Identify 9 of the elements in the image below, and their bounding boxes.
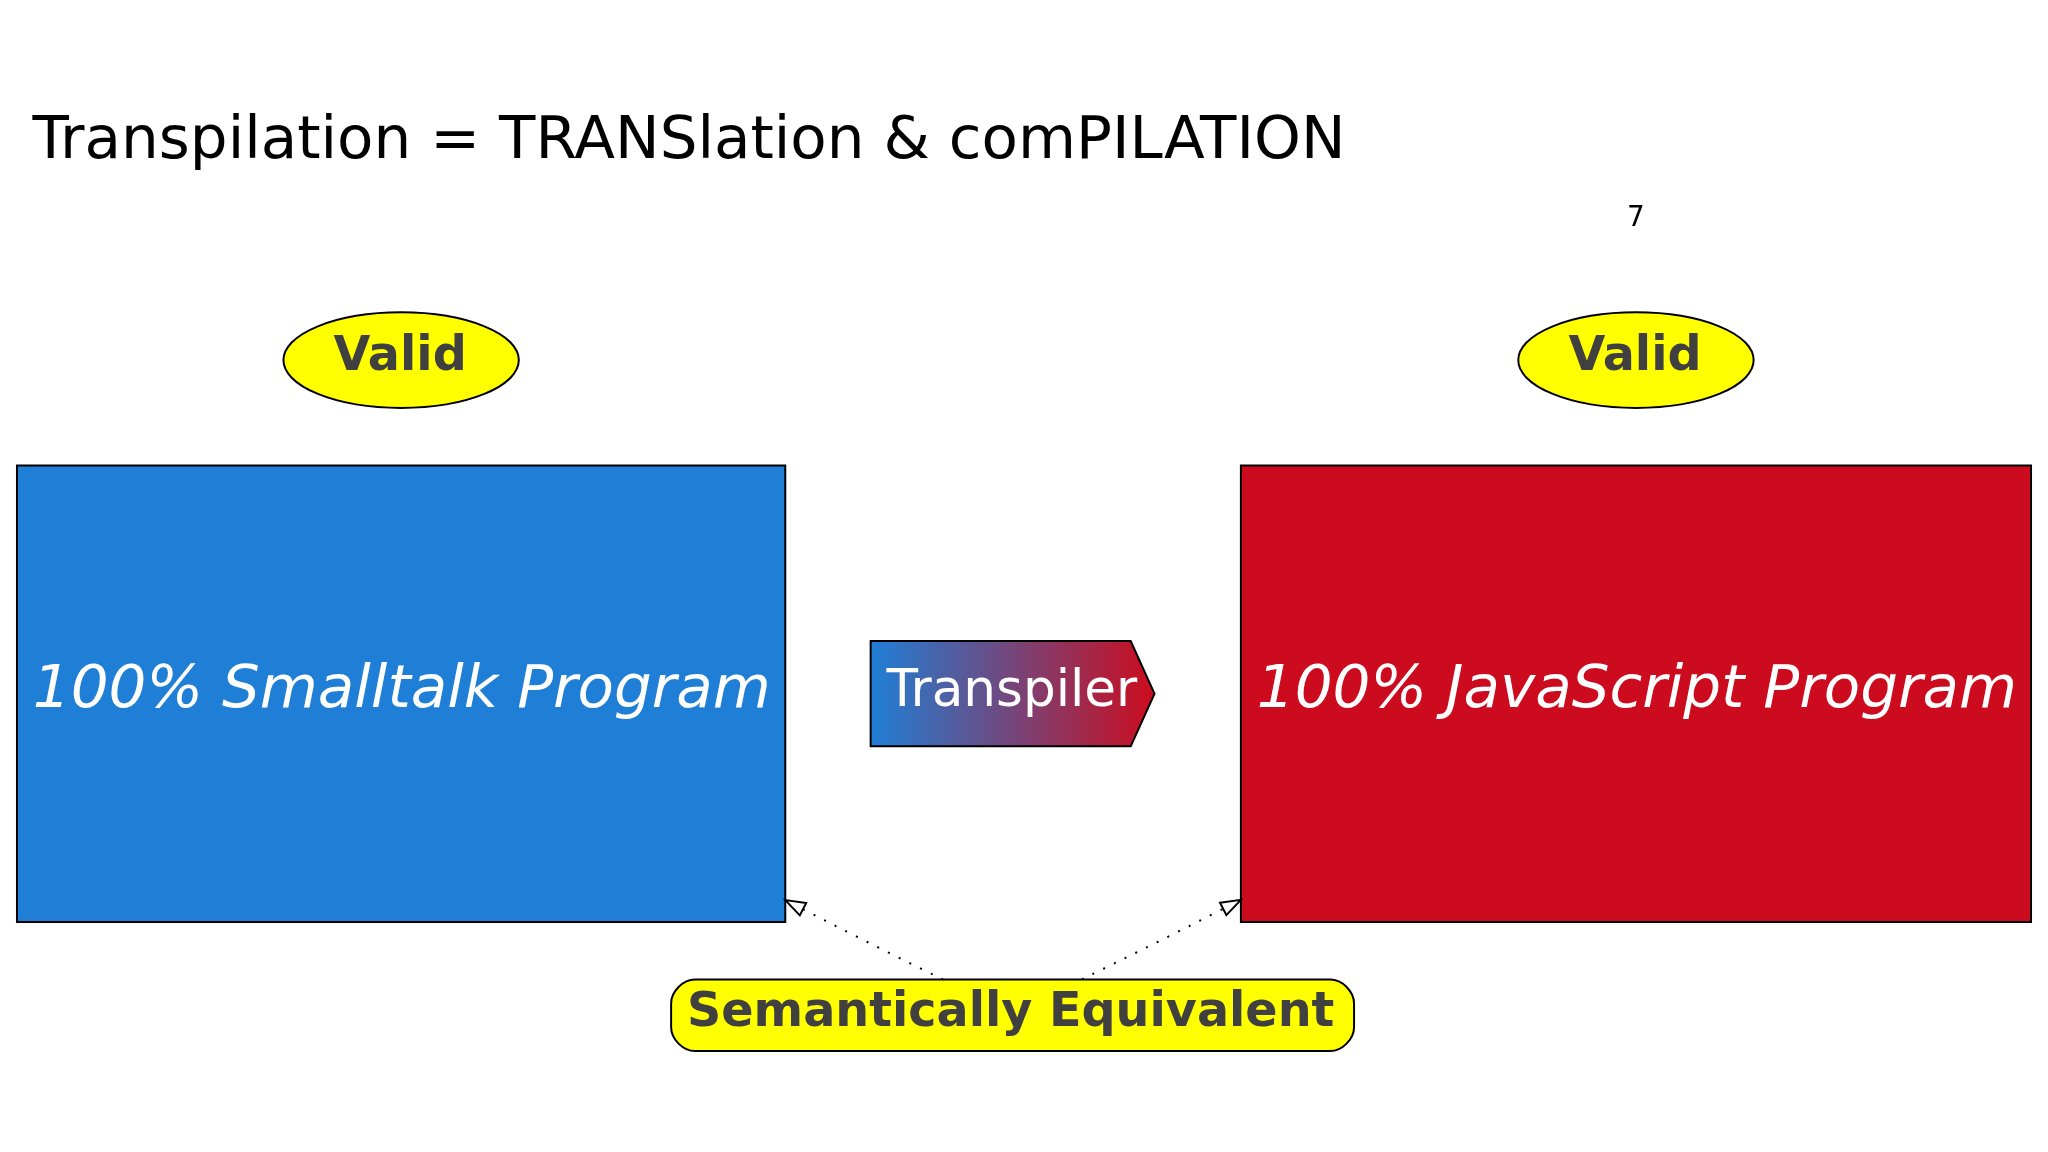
node-box: 100% JavaScript Program	[1239, 463, 2033, 923]
arrow	[1081, 898, 1244, 980]
arrow	[782, 898, 945, 981]
node-box: Semantically Equivalent	[670, 978, 1356, 1052]
diagram-title: Transpilation = TRANSlation & comPILATION	[32, 102, 1346, 172]
node-ellipse: Valid	[282, 310, 520, 409]
node-ellipse: Valid	[1517, 310, 1755, 409]
label: 7	[1627, 199, 1645, 233]
node-box: 100% Smalltalk Program	[15, 463, 787, 923]
